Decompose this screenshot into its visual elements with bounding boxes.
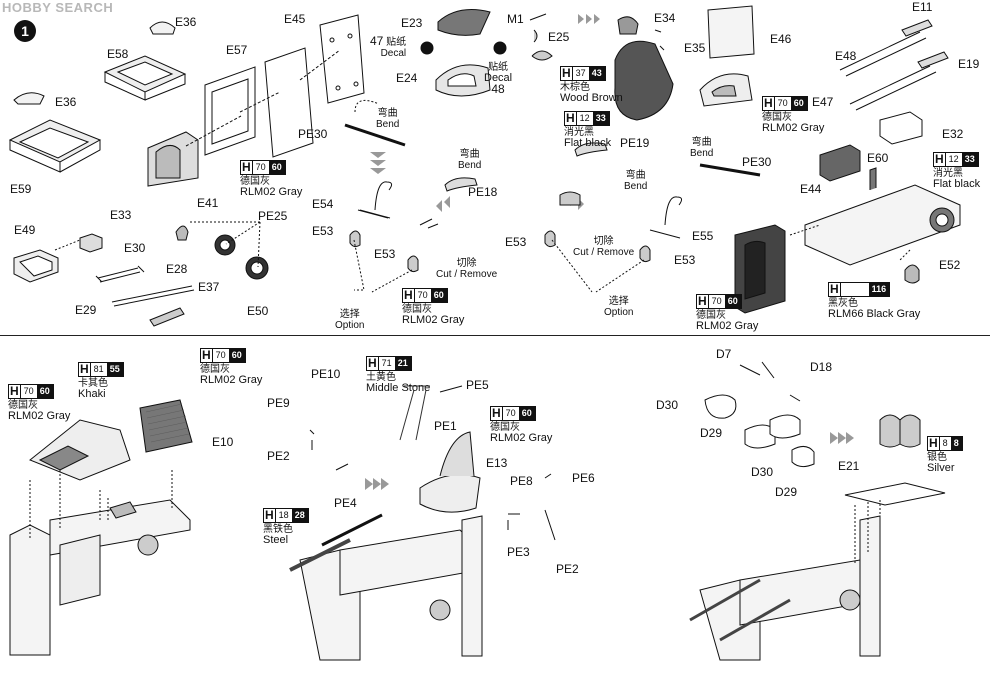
part-label: PE2 xyxy=(267,449,290,463)
part-label: E49 xyxy=(14,223,36,237)
part-label: E45 xyxy=(284,12,306,26)
part-label: E60 xyxy=(867,151,889,165)
part-label: E19 xyxy=(958,57,980,71)
part-label: D30 xyxy=(751,465,774,479)
step-number: 1 xyxy=(14,20,36,42)
part-label: E41 xyxy=(197,196,219,210)
part-label: PE4 xyxy=(334,496,357,510)
part-label: PE19 xyxy=(620,136,650,150)
part-label: E37 xyxy=(198,280,220,294)
part-label: D18 xyxy=(810,360,833,374)
part-label: E44 xyxy=(800,182,822,196)
part-label: PE30 xyxy=(742,155,772,169)
part-label: D29 xyxy=(775,485,798,499)
panel-divider xyxy=(0,335,990,336)
part-label: PE1 xyxy=(434,419,457,433)
part-label: E46 xyxy=(770,32,792,46)
part-label: E54 xyxy=(312,197,334,211)
part-label: PE18 xyxy=(468,185,498,199)
part-label: E34 xyxy=(654,11,676,25)
part-label: E53 xyxy=(374,247,396,261)
part-label: E33 xyxy=(110,208,132,222)
part-label: E11 xyxy=(912,0,933,14)
part-label: PE30 xyxy=(298,127,328,141)
part-label: PE8 xyxy=(510,474,533,488)
part-label: PE10 xyxy=(311,367,341,381)
part-label: PE2 xyxy=(556,562,579,576)
part-label: E50 xyxy=(247,304,269,318)
part-label: M1 xyxy=(507,12,524,26)
part-label: E48 xyxy=(835,49,857,63)
part-label: PE6 xyxy=(572,471,595,485)
part-label: D7 xyxy=(716,347,732,361)
part-label: E24 xyxy=(396,71,418,85)
part-label: E53 xyxy=(674,253,696,267)
part-label: E35 xyxy=(684,41,706,55)
part-label: E52 xyxy=(939,258,961,272)
part-label: E30 xyxy=(124,241,146,255)
part-label: D29 xyxy=(700,426,723,440)
part-label: E55 xyxy=(692,229,714,243)
part-label: E13 xyxy=(486,456,508,470)
part-label: E10 xyxy=(212,435,234,449)
part-e36-top xyxy=(149,21,176,35)
part-label: E25 xyxy=(548,30,570,44)
part-label: PE5 xyxy=(466,378,489,392)
part-label: PE9 xyxy=(267,396,290,410)
part-label: E53 xyxy=(505,235,527,249)
part-label: E58 xyxy=(107,47,129,61)
part-label: E53 xyxy=(312,224,334,238)
part-label: E36 xyxy=(55,95,77,109)
watermark: HOBBY SEARCH xyxy=(2,0,114,15)
part-label: PE3 xyxy=(507,545,530,559)
part-label: E23 xyxy=(401,16,423,30)
part-label: E57 xyxy=(226,43,248,57)
part-label: E47 xyxy=(812,95,834,109)
part-label: E36 xyxy=(175,15,197,29)
part-label: E21 xyxy=(838,459,860,473)
decal-note-47: 47 贴纸 Decal xyxy=(370,34,407,59)
decal-note-48: 贴纸 Decal 48 xyxy=(484,62,513,96)
part-label: E32 xyxy=(942,127,964,141)
part-label: D30 xyxy=(656,398,679,412)
part-label: E28 xyxy=(166,262,188,276)
part-label: E29 xyxy=(75,303,97,317)
part-label: PE25 xyxy=(258,209,288,223)
part-label: E59 xyxy=(10,182,32,196)
